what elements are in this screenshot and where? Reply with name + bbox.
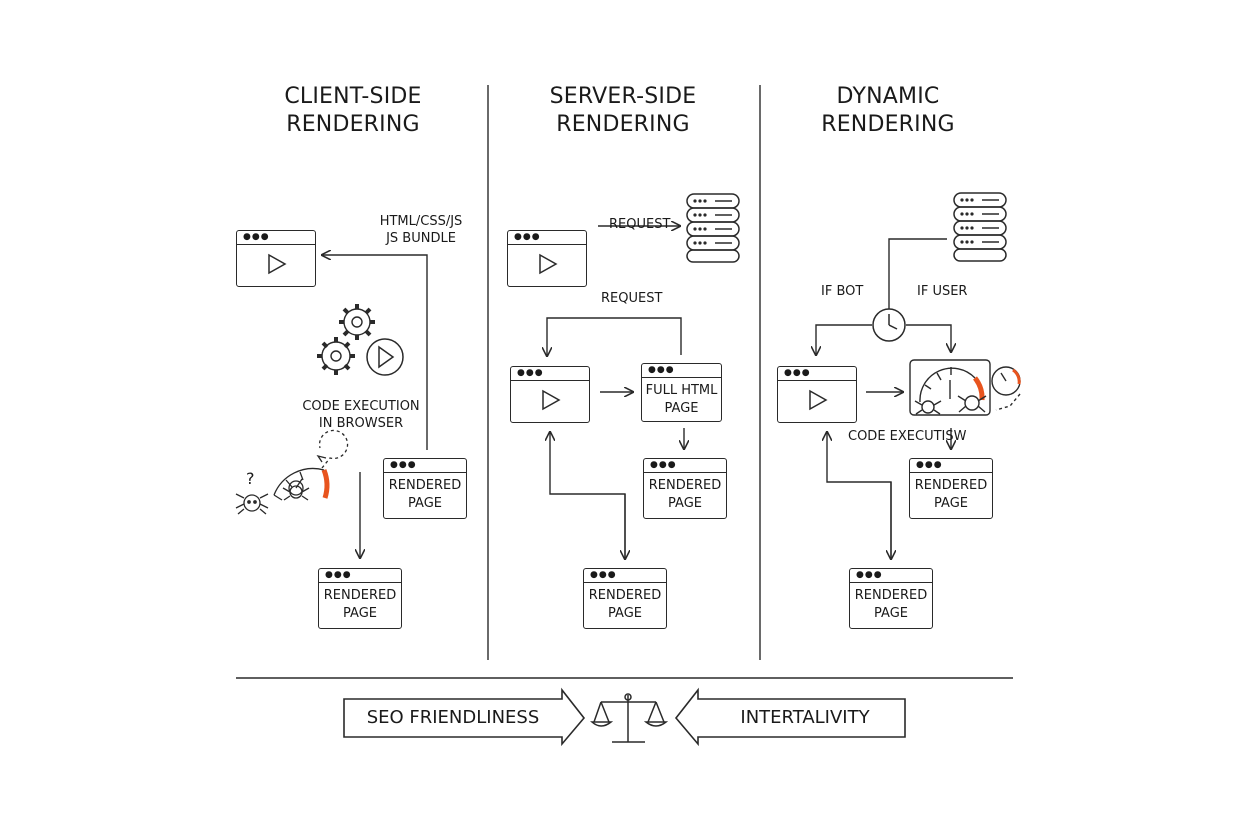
dyn-if-bot-label: IF BOT [821, 284, 864, 299]
interactivity-arrow-shape [674, 687, 906, 747]
window-dots-icon: ●●● [590, 570, 617, 580]
balance-scale-icon [590, 693, 669, 743]
ssr-browser-window: ●●● [507, 230, 587, 287]
window-dots-icon: ●●● [517, 368, 544, 378]
crawler-gauge-icon [235, 429, 349, 515]
window-dots-icon: ●●● [243, 232, 270, 242]
window-dots-icon: ●●● [650, 460, 677, 470]
window-dots-icon: ●●● [648, 365, 675, 375]
play-icon [809, 389, 828, 411]
interactivity-label: INTERTALIVITY [740, 707, 870, 728]
clock-icon [872, 308, 906, 342]
window-dots-icon: ●●● [784, 368, 811, 378]
ssr-request-label-2: REQUEST [601, 291, 663, 306]
dyn-if-user-label: IF USER [917, 284, 968, 299]
window-dots-icon: ●●● [390, 460, 417, 470]
dyn-gauge-panel-icon [909, 359, 1021, 416]
ssr-client-window: ●●● [510, 366, 590, 423]
dyn-user-branch [906, 324, 951, 352]
dyn-server-to-clock [888, 238, 947, 310]
window-dots-icon: ●●● [325, 570, 352, 580]
gears-icon [317, 304, 375, 375]
server-stack-icon [686, 193, 740, 263]
crawler-question-mark: ? [246, 469, 255, 488]
csr-browser-window: ●●● [236, 230, 316, 287]
seo-friendliness-label: SEO FRIENDLINESS [366, 707, 540, 728]
dyn-browser-window: ●●● [777, 366, 857, 423]
csr-bundle-arrow [322, 255, 428, 450]
ssr-request-loop [547, 317, 682, 356]
window-dots-icon: ●●● [916, 460, 943, 470]
ssr-request-label-1: REQUEST [609, 217, 671, 232]
seo-arrow-shape [343, 687, 586, 747]
dyn-bot-branch [816, 324, 872, 355]
dyn-server-stack-icon [953, 192, 1007, 262]
window-dots-icon: ●●● [514, 232, 541, 242]
dyn-loop-up [827, 432, 892, 558]
play-circle-icon [366, 338, 404, 376]
window-dots-icon: ●●● [856, 570, 883, 580]
ssr-bottom-loop-up [550, 432, 626, 558]
play-icon [539, 253, 558, 275]
play-icon [542, 389, 561, 411]
dyn-code-exec-label: CODE EXECUTISW [848, 429, 967, 444]
play-icon [268, 253, 287, 275]
